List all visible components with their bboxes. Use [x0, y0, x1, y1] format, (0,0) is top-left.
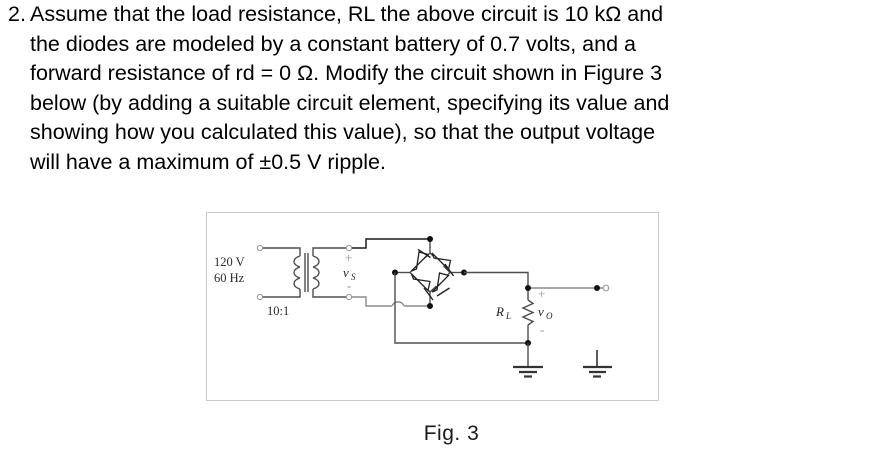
secondary-voltage-label: v	[343, 265, 349, 280]
circuit-diagram-svg: 120 V 60 Hz 10:1 +	[214, 236, 612, 378]
transformer-secondary-coil	[312, 255, 320, 290]
secondary-plus-sign: +	[345, 250, 352, 265]
question-line-6: will have a maximum of ±0.5 V ripple.	[30, 149, 386, 174]
circuit-figure: 120 V 60 Hz 10:1 +	[206, 212, 659, 401]
source-frequency-label: 60 Hz	[214, 271, 245, 285]
secondary-terminal-bottom	[345, 293, 353, 301]
turns-ratio-label: 10:1	[267, 304, 289, 318]
transformer-primary-coil	[293, 255, 301, 290]
question-line-4: below (by adding a suitable circuit elem…	[30, 90, 670, 115]
output-voltage-subscript: O	[546, 311, 553, 321]
primary-terminal-top	[256, 244, 264, 252]
output-voltage-label: v	[538, 304, 544, 319]
bridge-node-top	[427, 236, 433, 242]
figure-caption-text: Fig. 3	[423, 422, 480, 445]
question-line-5: showing how you calculated this value), …	[30, 120, 656, 144]
question-block: 2. Assume that the load resistance, RL t…	[0, 0, 889, 177]
question-number: 2.	[8, 2, 26, 26]
output-terminal-open	[602, 284, 610, 292]
primary-terminal-bottom	[256, 293, 264, 301]
load-resistor	[521, 288, 535, 343]
secondary-minus-sign: -	[347, 278, 351, 293]
question-body: Assume that the load resistance, RL the …	[30, 0, 889, 177]
output-node-top	[525, 285, 531, 291]
source-voltage-label: 120 V	[214, 255, 245, 269]
ground-symbol-left	[513, 343, 543, 378]
diode-bridge-rectifier	[409, 248, 455, 301]
ground-symbol-right	[583, 350, 612, 378]
load-resistor-label: R	[495, 304, 504, 319]
load-resistor-subscript: L	[505, 311, 511, 321]
output-terminal-node	[594, 285, 600, 291]
output-minus-sign: -	[540, 322, 544, 337]
question-line-1: Assume that the load resistance, RL the …	[30, 2, 664, 26]
secondary-voltage-subscript: S	[351, 272, 356, 282]
figure-caption: Fig. 3	[0, 420, 889, 448]
question-line-3: forward resistance of rd = 0 Ω. Modify t…	[30, 61, 663, 85]
bridge-node-bottom	[427, 303, 433, 309]
output-plus-sign: +	[538, 286, 545, 301]
secondary-terminal-top	[345, 244, 353, 252]
question-line-2: the diodes are modeled by a constant bat…	[30, 31, 636, 56]
question-first-row: 2. Assume that the load resistance, RL t…	[0, 0, 889, 177]
